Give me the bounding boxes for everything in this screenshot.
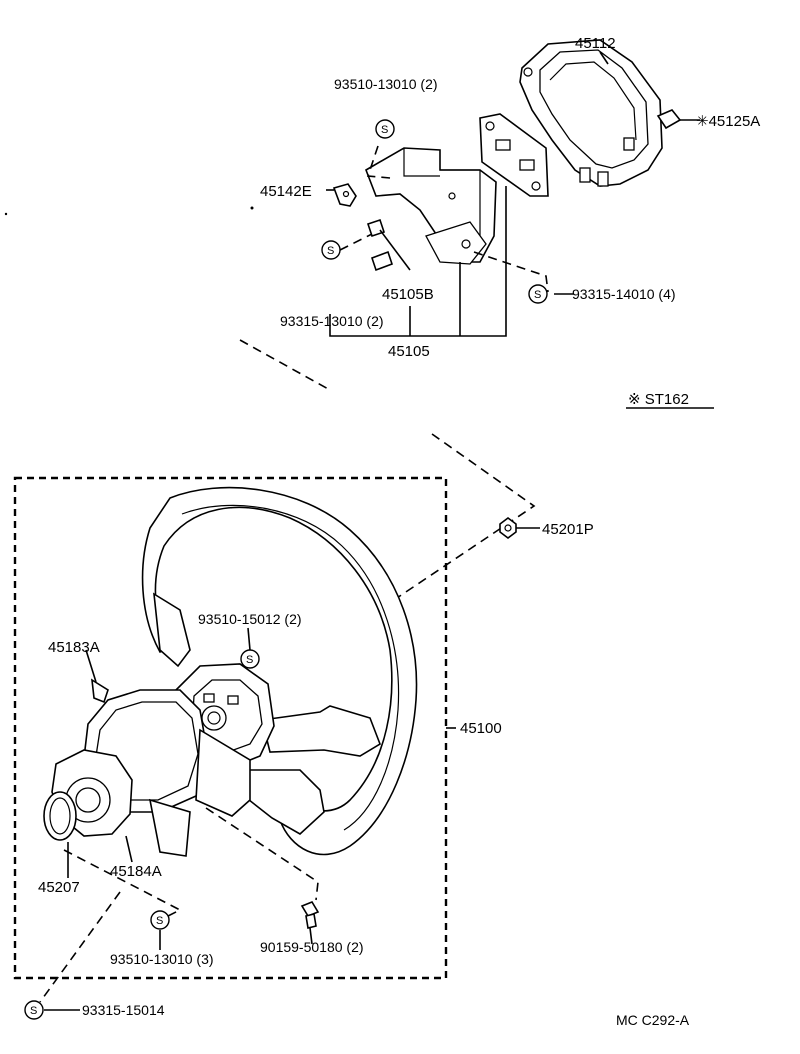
label-45184A: 45184A [110, 863, 162, 880]
s-symbol-3: S [528, 284, 548, 304]
s-symbol-5: S [150, 910, 170, 930]
s-symbol-6: S [24, 1000, 44, 1020]
svg-text:S: S [327, 245, 334, 257]
label-45112: 45112 [575, 35, 616, 52]
label-93510-13010-bottom: 93510-13010 (3) [110, 951, 214, 967]
s-symbol-2: S [321, 240, 341, 260]
label-93315-14010: 93315-14010 (4) [572, 286, 676, 302]
svg-text:S: S [30, 1005, 37, 1017]
svg-text:S: S [156, 915, 163, 927]
label-93510-13010-top: 93510-13010 (2) [334, 76, 438, 92]
label-st162: ※ ST162 [628, 391, 689, 408]
screw-45105B [366, 218, 394, 272]
label-45183A: 45183A [48, 639, 100, 656]
ring-45207 [43, 791, 77, 841]
label-90159-50180: 90159-50180 (2) [260, 939, 364, 955]
label-45207: 45207 [38, 879, 80, 896]
label-93510-15012: 93510-15012 (2) [198, 611, 302, 627]
horn-pad-45112 [519, 39, 663, 187]
doc-code: MC C292-A [616, 1012, 690, 1028]
label-45100: 45100 [460, 720, 502, 737]
label-93315-15014: 93315-15014 [82, 1002, 165, 1018]
nut-45201P [499, 517, 517, 539]
clip-45142E [332, 183, 357, 207]
s-symbol-1: S [375, 119, 395, 139]
label-45105: 45105 [388, 343, 430, 360]
label-93315-13010: 93315-13010 (2) [280, 313, 384, 329]
label-45142E: 45142E [260, 183, 312, 200]
label-45105B: 45105B [382, 286, 434, 303]
horn-bracket-45105 [365, 147, 497, 265]
assembly-box-45100 [13, 476, 448, 980]
svg-text:S: S [246, 654, 253, 666]
label-45201P: 45201P [542, 521, 594, 538]
svg-text:S: S [534, 289, 541, 301]
s-symbol-4: S [240, 649, 260, 669]
label-45125A: ✳45125A [696, 113, 760, 130]
bolt-90159-50180 [300, 901, 320, 929]
svg-text:S: S [381, 124, 388, 136]
contact-plate [479, 113, 549, 197]
